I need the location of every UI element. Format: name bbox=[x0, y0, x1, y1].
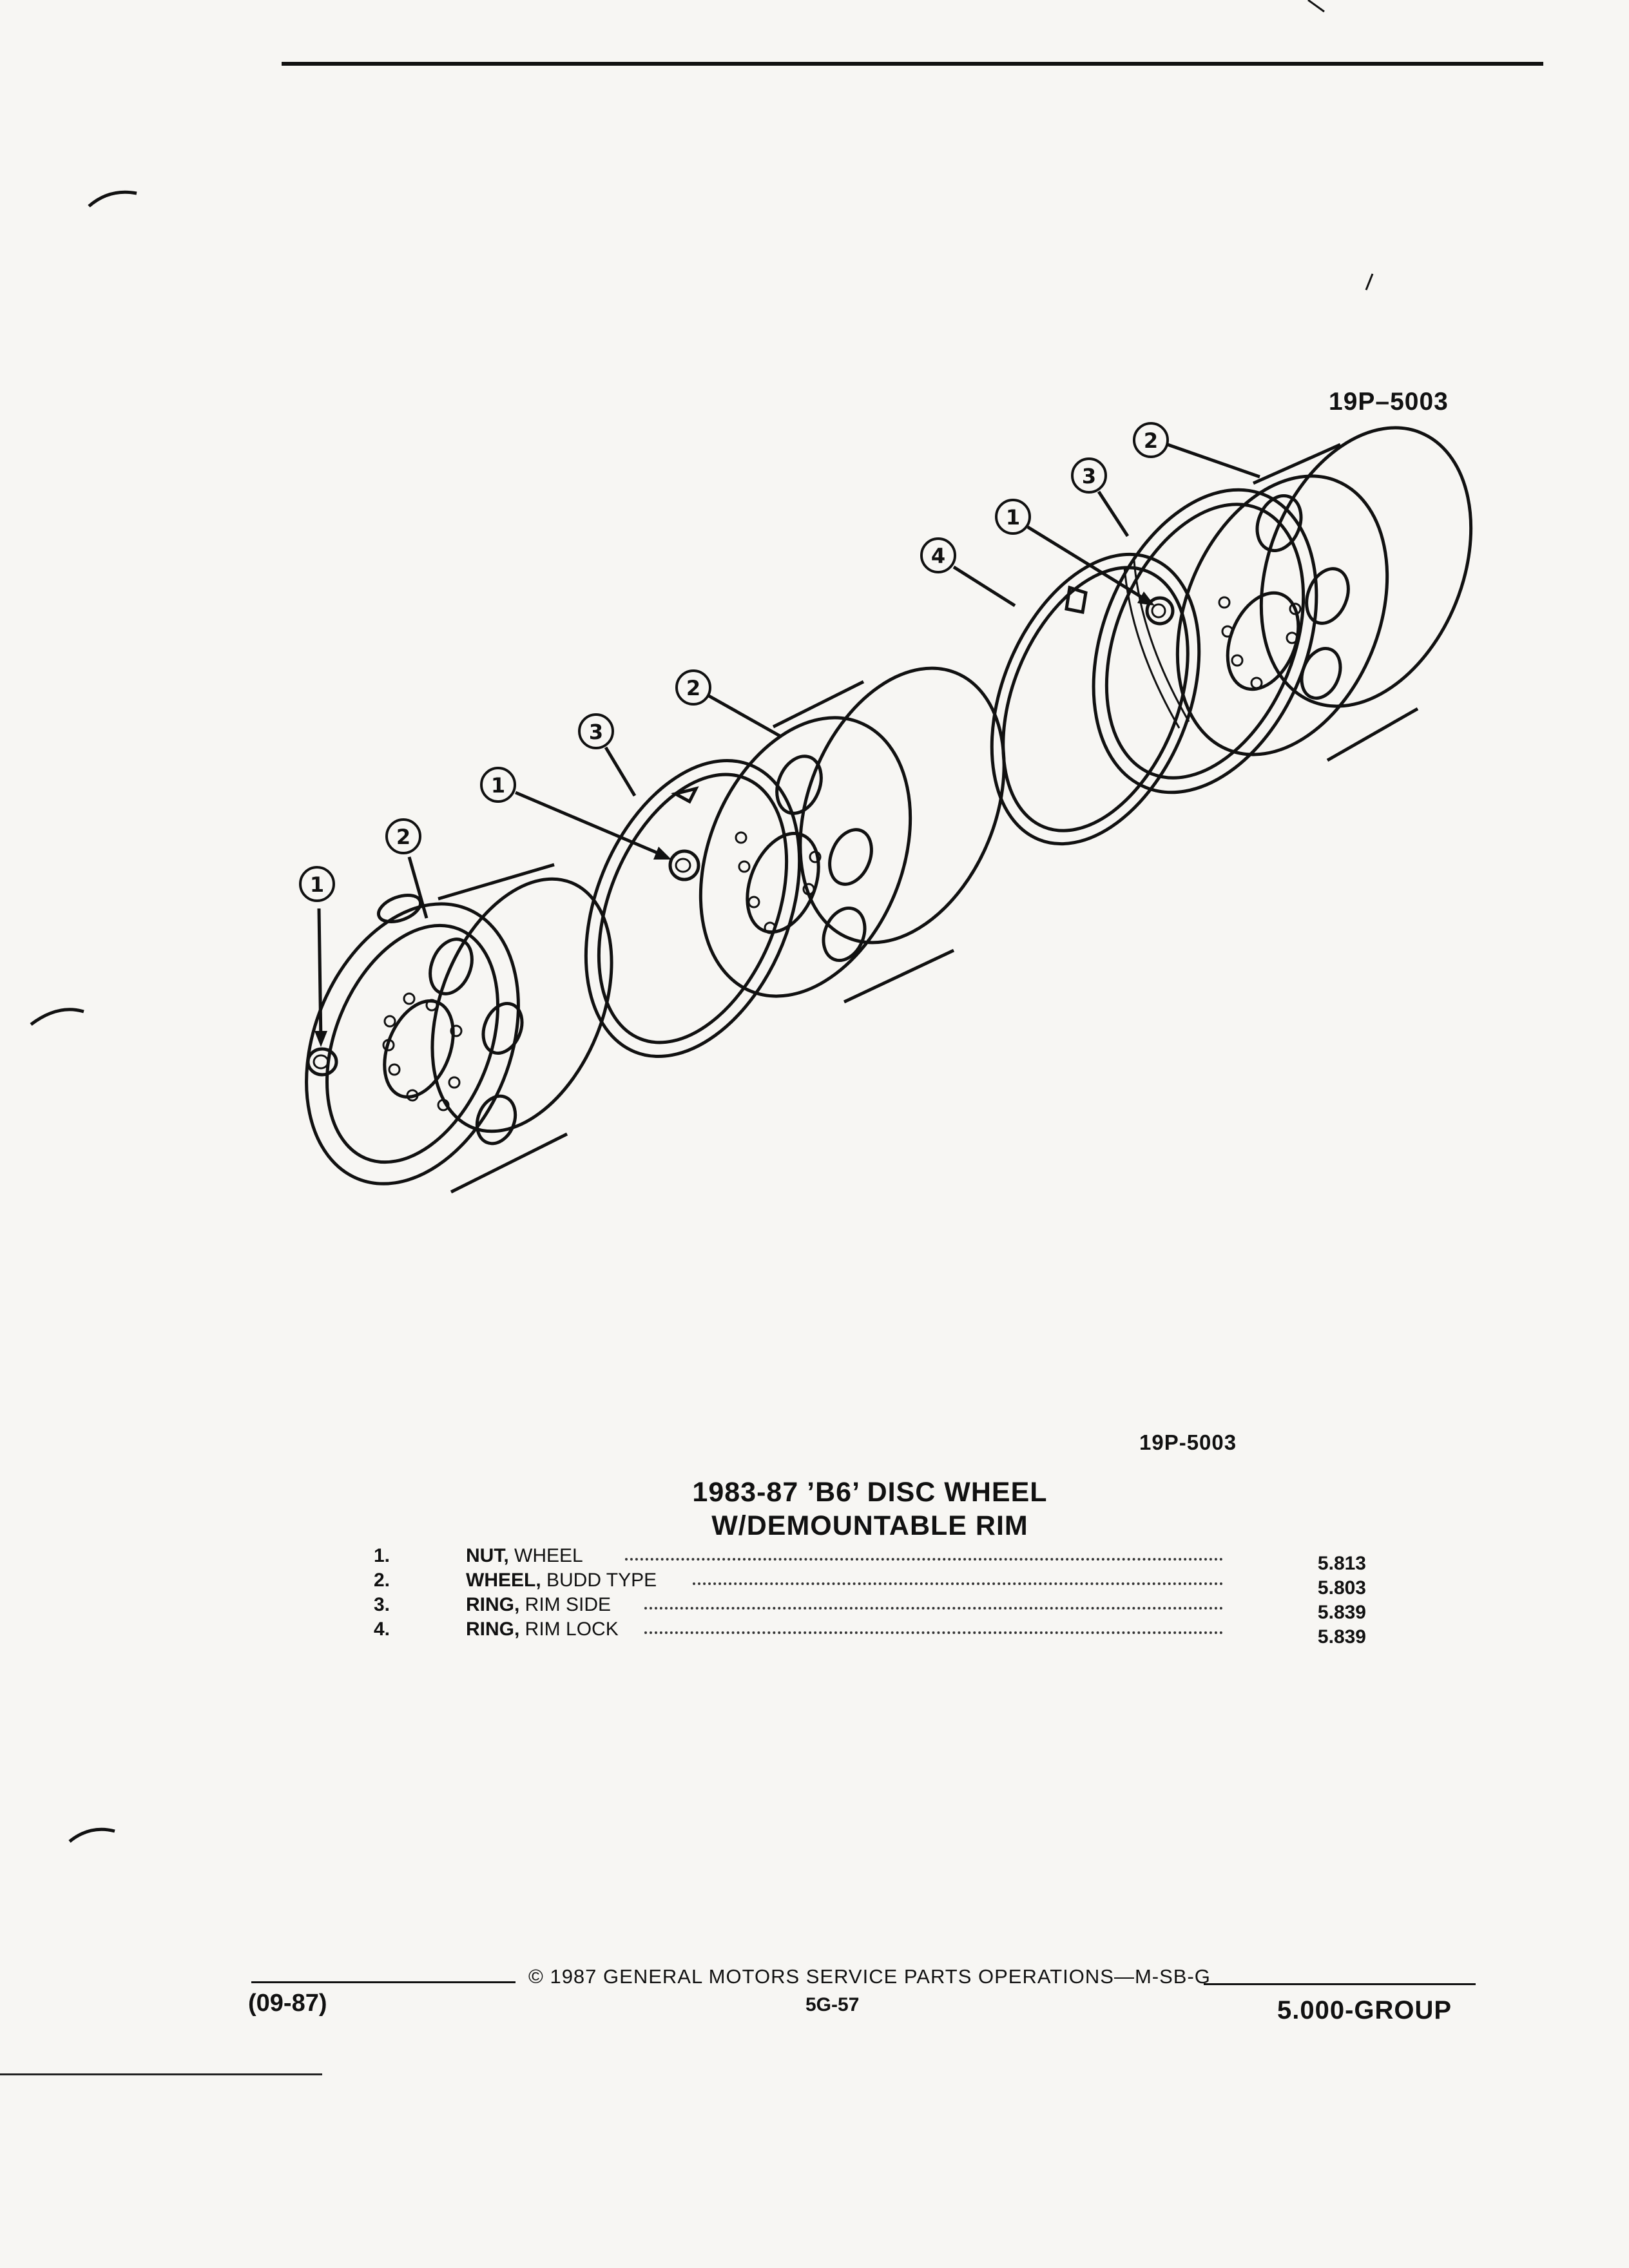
footer-rule-right bbox=[1204, 1983, 1476, 1985]
footer-rule-left bbox=[251, 1981, 516, 1983]
svg-text:1: 1 bbox=[1006, 505, 1020, 530]
scan-edge-line bbox=[0, 2073, 322, 2075]
top-rule bbox=[282, 62, 1543, 66]
scan-mark bbox=[1307, 0, 1325, 13]
part-description: WHEEL, BUDD TYPE bbox=[466, 1570, 657, 1591]
rim-side-ring-1 bbox=[584, 758, 802, 1059]
footer-group: 5.000-GROUP bbox=[1277, 1996, 1452, 2024]
figure-code: 19P–5003 bbox=[1329, 388, 1449, 416]
part-group-code: 5.839 bbox=[1317, 1602, 1366, 1623]
wheel-nut-2 bbox=[668, 849, 700, 881]
wheel-1 bbox=[305, 863, 613, 1194]
svg-text:4: 4 bbox=[931, 544, 945, 568]
wheel-nut-3 bbox=[1145, 596, 1175, 626]
callout-1-b: 1 bbox=[480, 767, 671, 860]
footer-date: (09-87) bbox=[248, 1990, 327, 2017]
part-group-code: 5.803 bbox=[1317, 1577, 1366, 1599]
parts-row: 3. RING, RIM SIDE 5.839 bbox=[374, 1594, 1366, 1623]
svg-text:2: 2 bbox=[1144, 428, 1158, 453]
part-number: 3. bbox=[374, 1594, 390, 1615]
callout-3-b: 3 bbox=[1071, 457, 1130, 537]
svg-text:3: 3 bbox=[589, 720, 603, 744]
part-description: RING, RIM SIDE bbox=[466, 1594, 612, 1615]
dot-leader bbox=[693, 1576, 1223, 1585]
title-line-1: 1983-87 ’B6’ DISC WHEEL bbox=[692, 1477, 1048, 1508]
figure-code-bottom: 19P-5003 bbox=[1139, 1430, 1237, 1454]
svg-text:1: 1 bbox=[310, 872, 324, 897]
svg-text:3: 3 bbox=[1082, 464, 1096, 488]
scan-mark bbox=[88, 190, 137, 207]
scan-mark bbox=[1365, 273, 1374, 291]
svg-text:1: 1 bbox=[491, 773, 505, 798]
callout-2-b: 2 bbox=[675, 669, 781, 738]
part-group-code: 5.839 bbox=[1317, 1626, 1366, 1648]
parts-row: 1. NUT, WHEEL 5.813 bbox=[374, 1545, 1366, 1574]
callout-1-a: 1 bbox=[299, 866, 335, 1047]
dot-leader bbox=[644, 1625, 1223, 1634]
wheel-nut-1 bbox=[306, 1047, 338, 1077]
part-group-code: 5.813 bbox=[1317, 1553, 1366, 1574]
svg-text:2: 2 bbox=[396, 825, 410, 849]
footer-page-number: 5G-57 bbox=[805, 1994, 860, 2015]
callout-2-a: 2 bbox=[385, 818, 429, 919]
svg-text:2: 2 bbox=[686, 676, 700, 700]
parts-row: 2. WHEEL, BUDD TYPE 5.803 bbox=[374, 1570, 1366, 1599]
rim-lock-ring bbox=[990, 552, 1201, 846]
wheel-3 bbox=[1175, 426, 1473, 762]
footer-copyright: © 1987 GENERAL MOTORS SERVICE PARTS OPER… bbox=[528, 1965, 1211, 1988]
part-number: 4. bbox=[374, 1619, 390, 1640]
callout-4: 4 bbox=[920, 537, 1016, 608]
part-number: 1. bbox=[374, 1545, 390, 1566]
parts-list-title: 1983-87 ’B6’ DISC WHEEL W/DEMOUNTABLE RI… bbox=[580, 1475, 1160, 1542]
part-number: 2. bbox=[374, 1570, 390, 1591]
scan-mark bbox=[30, 1008, 84, 1026]
dot-leader bbox=[625, 1552, 1223, 1561]
part-description: NUT, WHEEL bbox=[466, 1545, 583, 1566]
title-line-2: W/DEMOUNTABLE RIM bbox=[711, 1510, 1028, 1541]
wheel-2 bbox=[699, 666, 1006, 1004]
scan-mark bbox=[68, 1827, 115, 1843]
part-description: RING, RIM LOCK bbox=[466, 1619, 619, 1640]
rim-side-ring-2 bbox=[1092, 488, 1318, 794]
callout-1-c: 1 bbox=[995, 499, 1155, 606]
callout-2-c: 2 bbox=[1133, 422, 1260, 479]
callout-3-a: 3 bbox=[578, 713, 637, 797]
parts-row: 4. RING, RIM LOCK 5.839 bbox=[374, 1619, 1366, 1648]
dot-leader bbox=[644, 1600, 1223, 1610]
